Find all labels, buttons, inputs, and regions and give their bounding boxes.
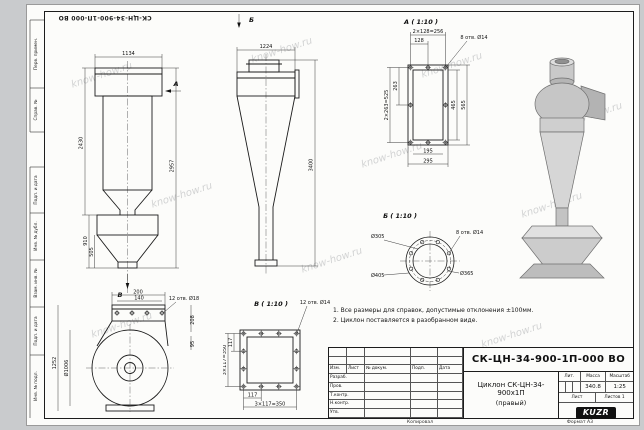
dim-525: 2×263=525 xyxy=(384,90,390,121)
scale-label: Масштаб xyxy=(609,374,630,379)
frame-col-label: Справ. № xyxy=(33,99,39,120)
title-block-right: СК-ЦН-34-900-1П-000 ВО Циклон СК-ЦН-34-9… xyxy=(464,348,633,419)
view-detail-b: Б ( 1:10 ) Ø305 8 отв. Ø14 Ø405 Ø365 xyxy=(371,212,483,291)
dim-140: 140 xyxy=(134,296,144,302)
dim-350-bottom: 3×117=350 xyxy=(255,402,286,408)
drawing-notes: 1. Все размеры для справок, допустимые о… xyxy=(333,306,563,325)
dim-305: Ø305 xyxy=(371,233,384,240)
frame-col-label: Инв. № дубл. xyxy=(33,221,39,250)
format-label: Формат А3 xyxy=(566,420,594,425)
dim-1134: 1134 xyxy=(122,51,135,57)
view-3d xyxy=(519,57,606,279)
dim-117-bottom: 117 xyxy=(248,393,258,399)
dim-1224: 1224 xyxy=(260,44,273,50)
sheets-count: Листов 1 xyxy=(604,395,625,400)
title-block: Изм. Лист № докум. Подп. Дата Разраб. Пр… xyxy=(328,347,634,419)
dim-256: 2×128=256 xyxy=(413,29,444,35)
note-line: 2. Циклон поставляется в разобранном вид… xyxy=(333,316,478,324)
dim-3400: 3400 xyxy=(309,159,315,172)
dim-2430: 2430 xyxy=(79,137,85,150)
view-side: Б 1224 3400 xyxy=(236,14,318,274)
frame-col-label: Подп. и дата xyxy=(33,175,39,205)
dim-263: 263 xyxy=(393,81,399,91)
detail-v-title: В ( 1:10 ) xyxy=(254,300,288,308)
svg-text:Б: Б xyxy=(249,16,254,24)
stamp-row-tkontr: Т.контр. xyxy=(329,391,365,401)
view-detail-v: В ( 1:10 ) 12 отв. Ø14 117 3×117=350 117… xyxy=(223,299,330,410)
stamp-row-razrab: Разраб. xyxy=(329,374,365,383)
dim-350-left: 3×117=350 xyxy=(223,345,228,376)
bolt-holes-a xyxy=(407,64,449,146)
dim-1006: Ø1006 xyxy=(63,360,70,377)
label-holes-b: 8 отв. Ø14 xyxy=(456,229,483,236)
copied-label: Копировал xyxy=(406,420,434,425)
view-arrow-v: В xyxy=(118,274,130,298)
view-detail-a: А ( 1:10 ) 2×128=256 128 8 отв. Ø14 263 … xyxy=(384,18,488,167)
scale-value: 1:25 xyxy=(613,384,626,390)
frame-col-label: Взам. инв. № xyxy=(33,268,39,298)
dim-128: 128 xyxy=(414,38,424,44)
stamp-header-doc: № докум. xyxy=(365,365,411,375)
frame-col-label: Подп. и дата xyxy=(33,316,39,346)
dim-1252: 1252 xyxy=(52,357,58,370)
dim-565: 565 xyxy=(461,100,467,110)
dim-195: 195 xyxy=(423,149,433,155)
drawing-designation: СК-ЦН-34-900-1П-000 ВО xyxy=(464,348,633,372)
dim-208: 208 xyxy=(190,315,196,325)
drawing-name-line2: (правый) xyxy=(495,399,527,407)
detail-b-title: Б ( 1:10 ) xyxy=(383,212,417,220)
stamp-header-list: Лист xyxy=(347,365,365,375)
note-line: 1. Все размеры для справок, допустимые о… xyxy=(333,307,534,314)
view-arrow-b: Б xyxy=(237,14,254,28)
stamp-header-podp: Подп. xyxy=(411,365,438,375)
dim-465: 465 xyxy=(451,100,457,110)
stamp-row-utv: Утв. xyxy=(329,409,365,418)
stamp-header-data: Дата xyxy=(438,365,463,375)
frame-col-label: Перв. примен. xyxy=(33,38,39,70)
drawing-name: Циклон СК-ЦН-34-900х1П (правый) xyxy=(464,372,559,418)
mass-value: 340.8 xyxy=(581,382,607,392)
top-designation-rotated: СК-ЦН-34-900-1П-000 ВО xyxy=(58,14,152,21)
detail-a-title: А ( 1:10 ) xyxy=(403,18,438,26)
dim-405: Ø405 xyxy=(371,272,384,279)
inlet-flange-a xyxy=(407,64,449,146)
bolt-holes-volute xyxy=(114,310,165,316)
sheet-label: Лист xyxy=(559,393,596,402)
title-block-meta: Лит. Масса Масштаб 340.8 1:25 Лист Листо… xyxy=(559,372,633,419)
dim-200: 200 xyxy=(133,290,143,296)
title-block-left: Изм. Лист № докум. Подп. Дата Разраб. Пр… xyxy=(329,348,464,418)
svg-text:В: В xyxy=(118,291,123,298)
dim-117-left: 117 xyxy=(228,338,234,348)
stamp-row-nkontr: Н.контр. xyxy=(329,400,365,410)
bolt-holes-b xyxy=(409,240,451,282)
view-volute: 200 140 12 отв. Ø18 208 95 Ø1006 1252 xyxy=(52,290,199,412)
svg-text:А: А xyxy=(172,80,178,88)
lit-label: Лит. xyxy=(559,372,581,381)
dim-365: Ø365 xyxy=(460,270,473,277)
frame-left-strip: Перв. примен. Справ. № Подп. и дата Инв.… xyxy=(29,19,44,418)
drawing-name-line1: Циклон СК-ЦН-34-900х1П xyxy=(477,381,545,397)
dim-295: 295 xyxy=(423,159,433,165)
label-holes-a: 8 отв. Ø14 xyxy=(460,34,487,41)
stamp-row-prov: Пров. xyxy=(329,382,365,392)
cyclone-side-body xyxy=(236,59,300,267)
label-holes-v: 12 отв. Ø14 xyxy=(300,299,330,306)
bolt-holes-v xyxy=(240,330,300,390)
cyclone-3d xyxy=(519,57,606,279)
label-holes-volute: 12 отв. Ø18 xyxy=(169,295,199,302)
dim-95: 95 xyxy=(190,341,196,347)
cyclone-front-body xyxy=(94,67,163,269)
view-arrow-a: А xyxy=(165,80,181,93)
lit-cells xyxy=(559,382,581,392)
outlet-flange-v xyxy=(239,329,301,391)
dim-505: 505 xyxy=(89,247,95,257)
dim-910: 910 xyxy=(83,236,89,246)
view-front: 1134 2430 910 505 2957 А xyxy=(79,51,181,298)
mass-label: Масса xyxy=(581,372,607,381)
frame-col-label: Инв. № подл. xyxy=(33,371,39,401)
dim-2957: 2957 xyxy=(170,160,176,173)
stamp-header-izm: Изм. xyxy=(329,365,347,375)
company-logo: KUZR xyxy=(575,406,617,419)
